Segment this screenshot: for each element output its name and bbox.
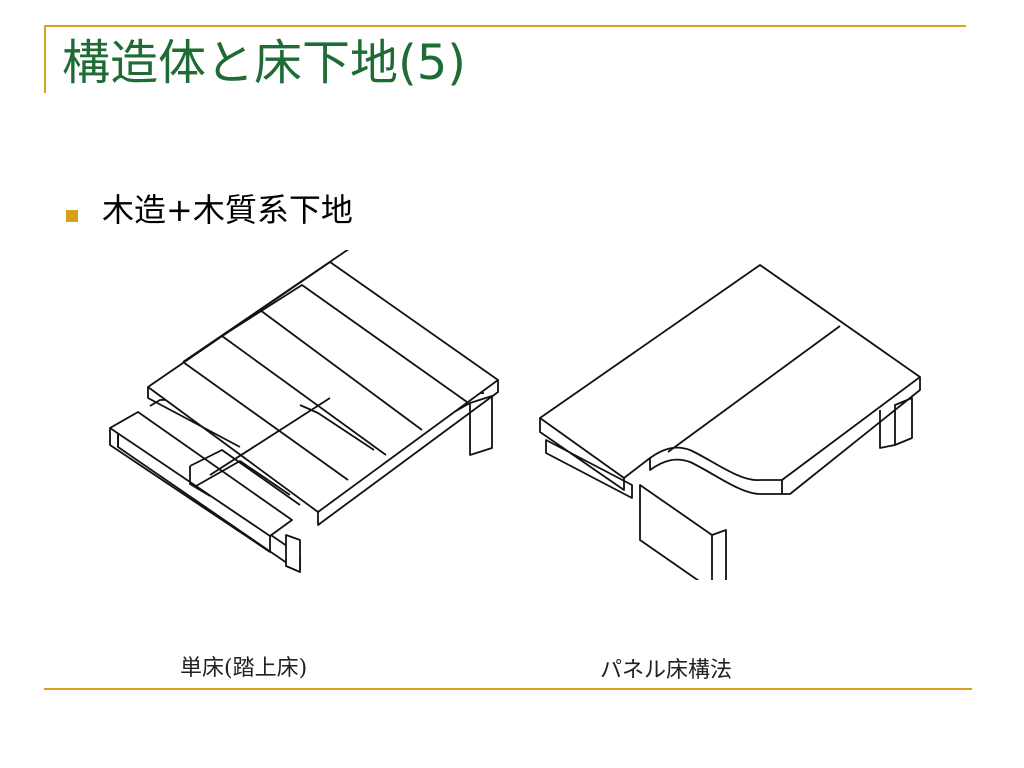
bullet-text: 木造+木質系下地 (102, 191, 353, 229)
left-accent-rule (44, 25, 46, 93)
slide-title: 構造体と床下地(5) (62, 35, 466, 91)
top-accent-rule (44, 25, 966, 27)
right-figure-caption: パネル床構法 (600, 658, 733, 683)
bullet-square-icon (66, 210, 78, 222)
bottom-accent-rule (44, 688, 972, 690)
left-figure-caption: 単床(踏上床) (180, 656, 308, 681)
single-floor-drawing (90, 250, 950, 650)
panel-floor-drawing (530, 250, 960, 580)
